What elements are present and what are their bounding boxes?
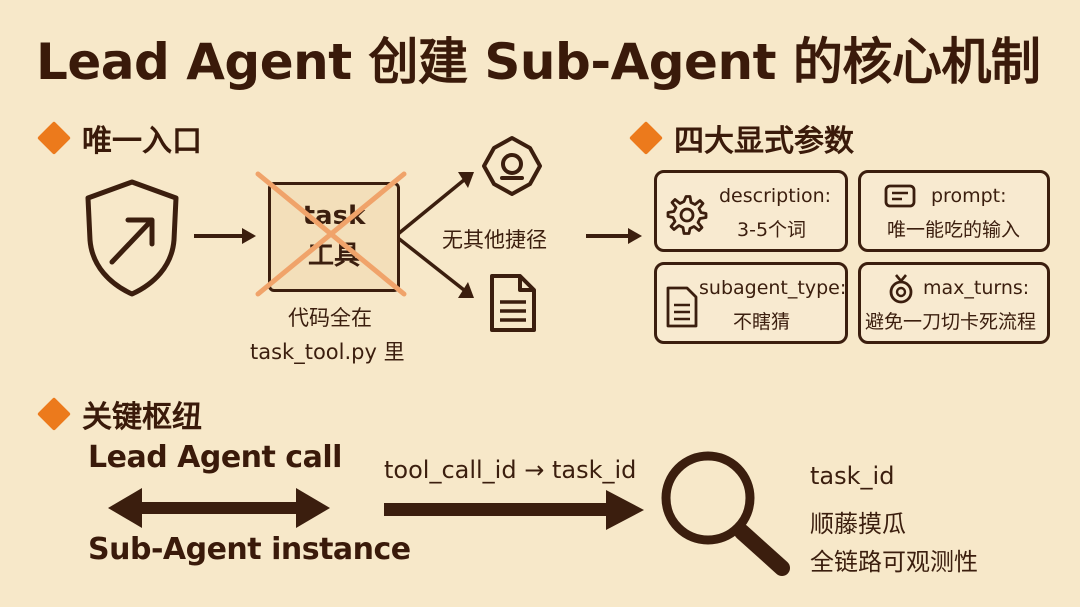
shield-arrow-icon (85, 179, 179, 297)
param-name: prompt: (931, 185, 1007, 207)
code-note-line1: 代码全在 (288, 306, 372, 330)
message-icon (884, 184, 916, 208)
document-icon (666, 286, 698, 328)
medal-icon (889, 274, 913, 304)
trace-observability: 全链路可观测性 (810, 548, 978, 576)
diamond-bullet-icon (37, 397, 71, 431)
page-title: Lead Agent 创建 Sub-Agent 的核心机制 (36, 33, 1041, 91)
section-params-header: 四大显式参数 (629, 116, 854, 160)
config-diamond-icon (482, 136, 542, 196)
trace-task-id: task_id (810, 462, 895, 490)
branch-arrows (396, 172, 474, 298)
param-value: 不瞎猜 (733, 311, 791, 333)
param-card-prompt: prompt: 唯一能吃的输入 (858, 170, 1050, 252)
double-arrow-icon (108, 488, 330, 528)
section-hub-header: 关键枢纽 (37, 392, 202, 436)
param-name: subagent_type: (699, 277, 847, 299)
param-value: 唯一能吃的输入 (887, 219, 1021, 241)
trace-follow-vine: 顺藤摸瓜 (810, 510, 906, 538)
param-name: max_turns: (923, 277, 1030, 299)
magnifier-icon (661, 451, 790, 576)
section-params-label: 四大显式参数 (674, 124, 854, 159)
diamond-bullet-icon (629, 121, 663, 155)
lead-agent-call-label: Lead Agent call (88, 440, 342, 475)
arrow-right-icon (194, 228, 256, 244)
section-entry-header: 唯一入口 (37, 116, 202, 160)
id-mapping-text: tool_call_id → task_id (384, 456, 637, 484)
arrow-right-icon (586, 228, 642, 244)
param-value: 避免一刀切卡死流程 (865, 311, 1037, 333)
section-hub-label: 关键枢纽 (82, 400, 202, 435)
diamond-bullet-icon (37, 121, 71, 155)
cross-out-icon (255, 171, 407, 297)
param-card-description: description: 3-5个词 (654, 170, 848, 252)
param-card-max-turns: max_turns: 避免一刀切卡死流程 (858, 262, 1050, 344)
gear-icon (666, 195, 708, 235)
arrow-right-icon (384, 490, 644, 530)
param-name: description: (719, 185, 832, 207)
document-icon (490, 274, 536, 332)
code-note-line2: task_tool.py 里 (250, 340, 405, 364)
sub-agent-instance-label: Sub-Agent instance (88, 532, 411, 567)
param-card-subagent-type: subagent_type: 不瞎猜 (654, 262, 848, 344)
section-entry-label: 唯一入口 (82, 124, 202, 159)
no-shortcut-text: 无其他捷径 (442, 228, 547, 252)
param-value: 3-5个词 (737, 219, 807, 241)
